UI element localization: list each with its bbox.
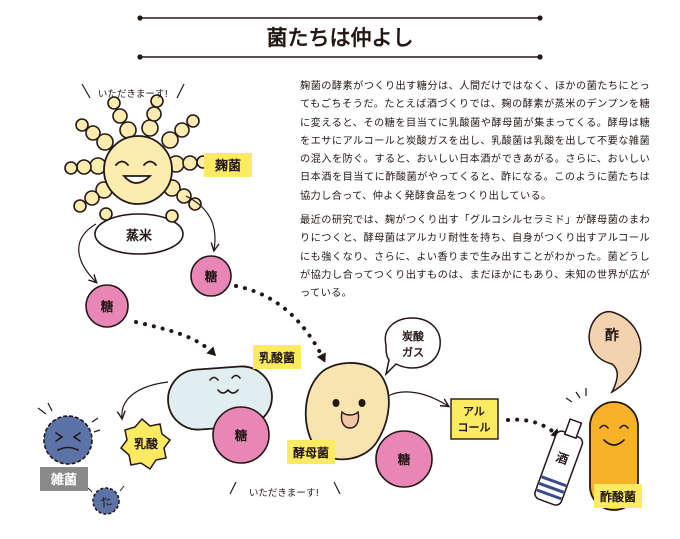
sugar-to-lactic-dotted-arrow <box>134 320 217 357</box>
yeast-sugar: 糖 <box>375 430 433 488</box>
germ-small: た <box>87 485 125 515</box>
lactic-sugar: 糖 <box>212 406 270 464</box>
yeast-speech: いただきまーす! <box>229 481 341 499</box>
sugar-right-label: 糖 <box>205 269 218 284</box>
koji-hands <box>99 207 179 223</box>
koji-to-sugar-left-arrow <box>78 223 96 282</box>
koji-spores <box>64 94 210 213</box>
lactic-label-bg <box>253 345 301 369</box>
vinegar-label: 酢 <box>605 327 619 344</box>
sake-label: 酒 <box>554 450 570 467</box>
alcohol-label-2: コール <box>458 421 491 434</box>
yeast-body <box>304 362 390 461</box>
vinegar-drop: 酢 <box>588 310 642 394</box>
steamed-rice: 蒸米 <box>94 213 184 255</box>
acetic-bacteria: 酢酸菌 <box>589 401 642 511</box>
lactic-acid-label: 乳酸 <box>134 436 159 451</box>
yeast-label-bg <box>287 440 335 464</box>
yeast-itadakimasu: いただきまーす! <box>249 488 319 499</box>
body-paragraph-1: 麹菌の酵素がつくり出す糖分は、人間だけではなく、ほかの菌たちにとってもごちそうだ… <box>300 81 650 202</box>
yeast-sugar-label: 糖 <box>398 452 411 467</box>
alcohol-box: アル コール <box>450 398 499 440</box>
title-band: 菌たちは仲よし <box>137 15 543 60</box>
germ-label-bg <box>40 467 88 491</box>
germ-label: 雑菌 <box>50 472 77 488</box>
carbon-dioxide-bubble: 炭酸 ガス <box>384 317 441 377</box>
body-paragraph-2: 最近の研究では、麹がつくり出す「グルコシルセラミド」が酵母菌のまわりにつくと、酵… <box>300 215 650 300</box>
sake-splash <box>565 388 587 403</box>
yeast-label: 酵母菌 <box>293 445 329 460</box>
yeast-face <box>332 399 366 407</box>
alcohol-label-1: アル <box>463 405 485 418</box>
sugar-left: 糖 <box>85 284 129 328</box>
carbon-dioxide-label-1: 炭酸 <box>402 329 425 343</box>
koji-label: 麹菌 <box>214 158 241 174</box>
lactic-acid: 乳酸 <box>119 417 172 471</box>
acetic-label-bg <box>594 484 642 508</box>
koji-speech: いただきまーす! <box>81 83 185 100</box>
steamed-rice-label: 蒸米 <box>126 228 153 244</box>
koji-face <box>115 160 157 184</box>
acetic-label: 酢酸菌 <box>600 489 636 504</box>
lactic-label: 乳酸菌 <box>259 350 295 365</box>
sake-bottle: 酒 <box>534 418 584 506</box>
lactic-sugar-label: 糖 <box>235 428 248 443</box>
yeast: 糖 酵母菌 <box>287 362 433 488</box>
koji-itadakimasu: いただきまーす! <box>98 89 168 100</box>
germ-small-face: た <box>98 493 114 510</box>
koji-body <box>103 135 173 205</box>
acetic-bacteria-body <box>589 401 639 511</box>
sugar-left-label: 糖 <box>101 299 114 314</box>
germ-blue-face <box>55 432 81 451</box>
sugar-right: 糖 <box>190 255 232 297</box>
koji-label-bg <box>204 153 252 177</box>
lactic-to-acid-arrow <box>122 381 169 418</box>
lactic-bacteria: 乳酸菌 糖 <box>167 345 301 464</box>
yeast-mouth <box>340 410 360 429</box>
koji-mold: 蒸米 いただきまーす! 麹菌 <box>64 83 252 255</box>
alcohol-to-acetic-dotted-arrow <box>506 417 561 439</box>
page-title: 菌たちは仲よし <box>267 26 414 50</box>
lactic-face <box>209 374 241 394</box>
acetic-face <box>599 424 629 446</box>
germ-blue <box>37 402 101 465</box>
koji-to-sugar-right-arrow <box>185 195 215 250</box>
yeast-to-alcohol-arrow <box>387 391 448 406</box>
carbon-dioxide-label-2: ガス <box>402 345 424 359</box>
